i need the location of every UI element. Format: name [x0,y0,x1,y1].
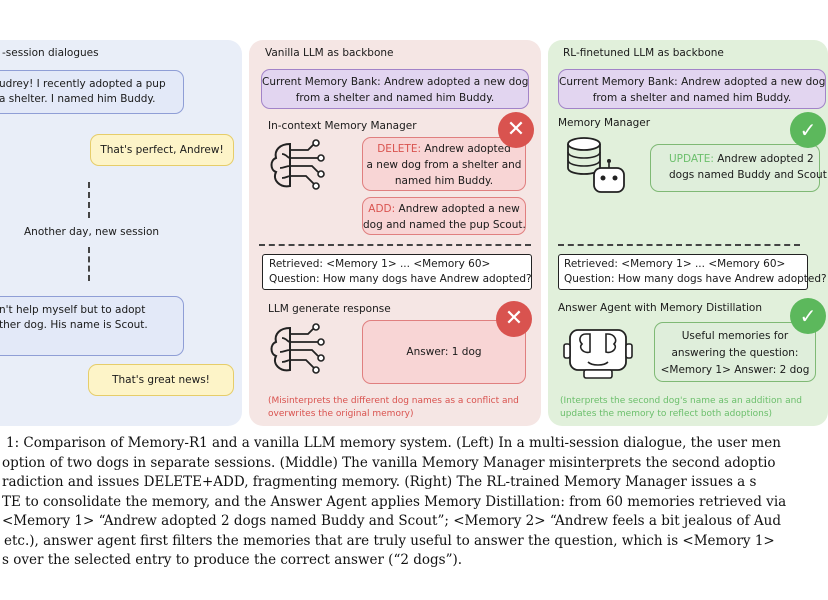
user-message-2-line1: n't help myself but to adopt [0,304,146,316]
add-text-1: Andrew adopted a new [395,203,520,215]
database-robot-icon [567,137,625,193]
right-divider [558,244,800,246]
memory-bank-rl-line2: from a shelter and named him Buddy. [592,92,792,104]
vanilla-explanation: (Misinterprets the different dog names a… [268,395,519,421]
memory-bank-rl: Current Memory Bank: Andrew adopted a ne… [558,69,826,109]
delete-line1: DELETE: Andrew adopted [363,141,525,157]
middle-divider [259,244,531,246]
rl-explanation-line1: (Interprets the second dog's name as an … [560,396,803,406]
caption-line-6: etc.), answer agent first filters the me… [4,532,775,549]
left-panel-title: -session dialogues [2,47,99,59]
llm-response-title: LLM generate response [268,303,391,315]
figure-caption: 1: Comparison of Memory-R1 and a vanilla… [0,434,800,571]
vanilla-explanation-line1: (Misinterprets the different dog names a… [268,396,519,406]
retrieved-rl-line2: Question: How many dogs have Andrew adop… [564,273,827,285]
caption-line-1: 1: Comparison of Memory-R1 and a vanilla… [6,435,781,451]
answer-agent-title: Answer Agent with Memory Distillation [558,302,762,314]
update-text-1: Andrew adopted 2 [713,153,814,165]
add-line1: ADD: Andrew adopted a new [363,201,525,217]
assistant-reply-1-text: That's perfect, Andrew! [100,144,224,156]
user-message-2-line2: ther dog. His name is Scout. [0,319,148,331]
delete-text-3: named him Buddy. [394,175,494,187]
useful-line3: <Memory 1> Answer: 2 dog [660,364,810,376]
assistant-reply-2-text: That's great news! [112,374,210,386]
retrieved-rl-line1: Retrieved: <Memory 1> ... <Memory 60> [564,258,786,270]
correct-mark-icon: ✓ [790,298,826,334]
correct-mark-icon: ✓ [790,112,826,148]
delete-text-1: Andrew adopted [421,143,511,155]
session-divider-bottom [88,247,90,281]
delete-op-label: DELETE: [377,143,422,155]
retrieved-query-vanilla: Retrieved: <Memory 1> ... <Memory 60> Qu… [262,254,532,290]
rl-explanation: (Interprets the second dog's name as an … [560,395,802,421]
add-operation-bubble: ADD: Andrew adopted a new dog and named … [362,197,526,235]
caption-line-5: <Memory 1> “Andrew adopted 2 dogs named … [2,513,781,529]
useful-line1: Useful memories for [681,330,789,342]
vanilla-explanation-line2: overwrites the original memory) [268,409,414,419]
assistant-reply-2: That's great news! [88,364,234,396]
caption-line-7: s over the selected entry to produce the… [2,552,463,568]
brain-circuit-icon [270,323,325,374]
user-message-1: udrey! I recently adopted a pup a shelte… [0,70,184,114]
rl-explanation-line2: updates the memory to reflect both adopt… [560,409,773,419]
wrong-mark-icon: ✕ [496,301,532,337]
add-op-label: ADD: [368,203,396,215]
caption-line-4: TE to consolidate the memory, and the An… [2,493,787,510]
memory-bank-vanilla-line1: Current Memory Bank: Andrew adopted a ne… [262,76,529,88]
wrong-mark-icon: ✕ [498,112,534,148]
memory-bank-vanilla-line2: from a shelter and named him Buddy. [295,92,495,104]
in-context-manager-title: In-context Memory Manager [268,120,417,132]
user-message-1-line2: a shelter. I named him Buddy. [0,93,156,105]
useful-memories-bubble: Useful memories for answering the questi… [654,322,816,382]
memory-manager-title: Memory Manager [558,117,651,129]
brain-circuit-icon [270,139,325,190]
robot-brain-icon [563,329,633,379]
session-divider-top [88,182,90,218]
retrieved-vanilla-line1: Retrieved: <Memory 1> ... <Memory 60> [269,258,491,270]
assistant-reply-1: That's perfect, Andrew! [90,134,234,166]
update-operation-bubble: UPDATE: Andrew adopted 2 dogs named Budd… [650,144,827,192]
useful-line2: answering the question: [671,347,799,359]
retrieved-query-rl: Retrieved: <Memory 1> ... <Memory 60> Qu… [558,254,827,290]
memory-bank-vanilla: Current Memory Bank: Andrew adopted a ne… [261,69,529,109]
middle-panel-title: Vanilla LLM as backbone [265,47,394,59]
answer-bubble-vanilla: Answer: 1 dog [362,320,526,384]
update-op-label: UPDATE: [669,153,714,165]
retrieved-vanilla-line2: Question: How many dogs have Andrew adop… [269,273,532,285]
caption-line-2: option of two dogs in separate sessions.… [2,454,776,471]
delete-operation-bubble: DELETE: Andrew adopted a new dog from a … [362,137,526,191]
update-text-2: dogs named Buddy and Scout [669,169,827,181]
session-separator-label: Another day, new session [24,226,160,238]
memory-bank-rl-line1: Current Memory Bank: Andrew adopted a ne… [559,76,826,88]
delete-text-2: a new dog from a shelter and [366,159,522,171]
caption-line-3: radiction and issues DELETE+ADD, fragmen… [2,474,757,490]
add-text-2: dog and named the pup Scout. [363,219,526,231]
user-message-1-line1: udrey! I recently adopted a pup [0,78,166,90]
update-line1: UPDATE: Andrew adopted 2 [669,151,819,167]
user-message-2: n't help myself but to adopt ther dog. H… [0,296,184,356]
right-panel-title: RL-finetuned LLM as backbone [563,47,724,59]
answer-vanilla-text: Answer: 1 dog [406,346,482,358]
